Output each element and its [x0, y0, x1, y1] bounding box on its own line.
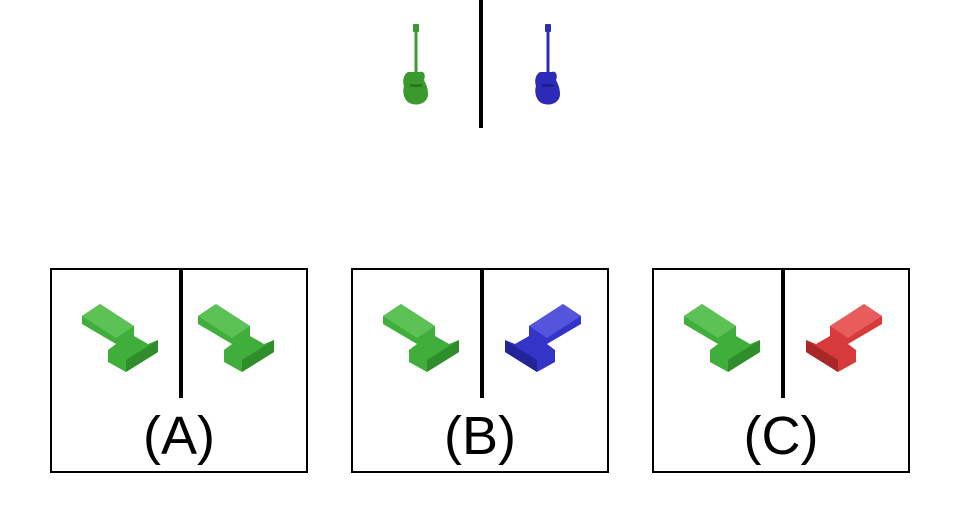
option-label: (A) [143, 406, 215, 466]
option-divider [179, 270, 183, 398]
bass-guitar-icon [535, 24, 560, 105]
option-b-panel[interactable]: (B) [351, 268, 609, 473]
l-block-shape [198, 304, 274, 372]
l-block-shape [82, 304, 158, 372]
option-a-panel[interactable]: (A) [50, 268, 308, 473]
option-label: (C) [743, 406, 819, 466]
l-block-shape [806, 304, 882, 372]
l-block-shape [383, 304, 459, 372]
bass-guitar-icon [403, 24, 428, 105]
option-divider [781, 270, 785, 398]
option-c-panel[interactable]: (C) [652, 268, 910, 473]
option-label: (B) [444, 406, 516, 466]
l-block-shape [684, 304, 760, 372]
reference-divider [479, 0, 483, 128]
l-block-shape [505, 304, 581, 372]
option-divider [480, 270, 484, 398]
